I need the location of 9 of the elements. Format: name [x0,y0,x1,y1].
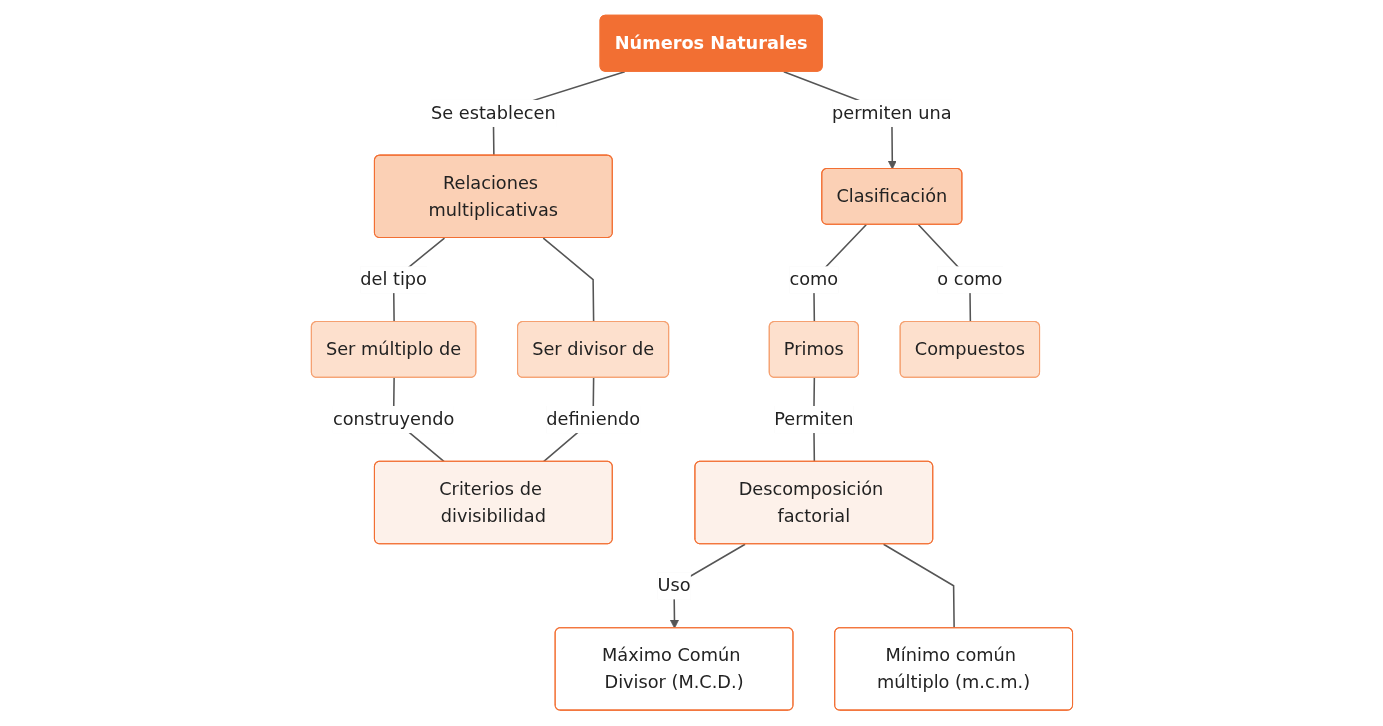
edge-label: del tipo [359,268,427,290]
edge-label: permiten una [831,102,952,124]
edge-label: Permiten [773,408,854,430]
edge-label: Uso [657,574,691,596]
edge-label: como [789,268,838,290]
edge-label: construyendo [332,408,454,430]
edge-label: definiendo [545,408,640,430]
edge-label: Se establecen [430,102,556,124]
edge-label: o como [936,268,1003,290]
